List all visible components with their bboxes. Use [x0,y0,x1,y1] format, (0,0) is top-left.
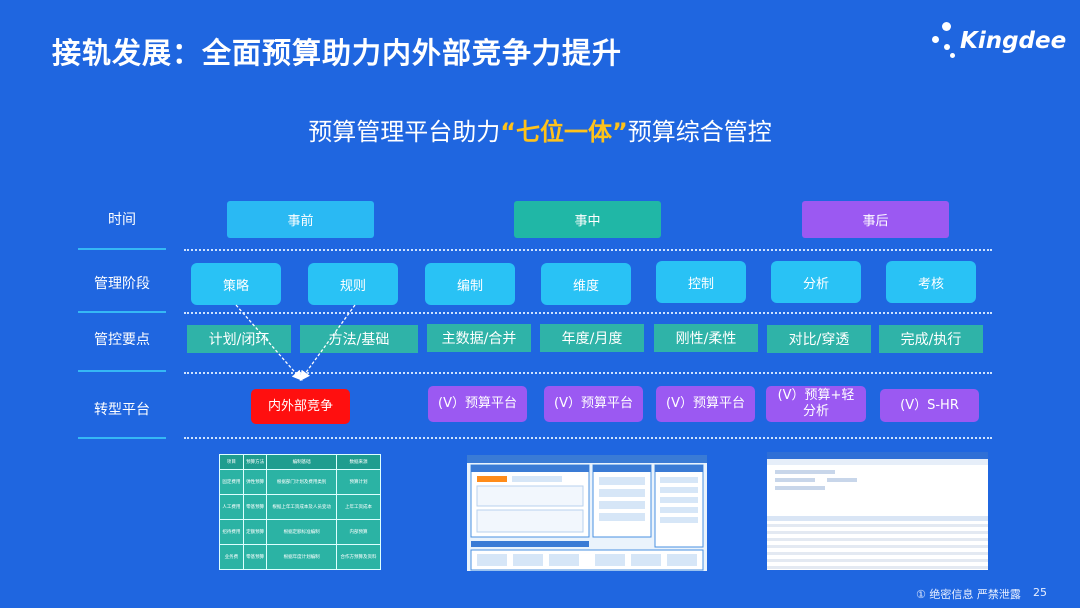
confidential-notice: ① 绝密信息 严禁泄露 [916,588,1021,601]
stage-analysis: 分析 [771,261,861,303]
stage-dimension: 维度 [541,263,631,305]
table-header: 编制基础 [266,454,337,470]
table-cell: 零基预算 [242,544,268,570]
point-year-month: 年度/月度 [540,324,644,352]
table-cell: 招待费用 [219,519,244,545]
row-separator [78,248,166,250]
platform-architecture-thumbnail [467,455,707,571]
table-cell: 根据定额标准编制 [266,519,337,545]
table-cell: 内部预算 [335,519,381,545]
table-cell: 根据部门计划及费用类别 [266,469,337,495]
stage-assessment: 考核 [886,261,976,303]
platform-competition: 内外部竞争 [251,389,350,424]
stage-rules: 规则 [308,263,398,305]
row-label-points: 管控要点 [94,332,150,348]
table-cell: 根据年度计划编制 [266,544,337,570]
dotted-divider [184,372,992,374]
stage-compile: 编制 [425,263,515,305]
table-cell: 上年工资成本 [335,494,381,520]
report-screenshot-thumbnail [767,452,988,570]
logo-text: Kingdee [960,28,1067,54]
row-separator [78,370,166,372]
kingdee-logo: Kingdee [932,20,1066,62]
row-separator [78,437,166,439]
table-cell: 弹性预算 [242,469,268,495]
point-master-data: 主数据/合并 [427,324,531,352]
subtitle-prefix: 预算管理平台助力 [308,118,501,146]
phase-during: 事中 [514,201,661,238]
table-row: 招待费用 定额预算 根据定额标准编制 内部预算 [219,519,381,545]
point-compare-drill: 对比/穿透 [767,325,871,353]
subtitle-suffix: 预算综合管控 [627,118,772,146]
table-cell: 固定费用 [219,469,244,495]
point-complete-execute: 完成/执行 [879,325,983,353]
budget-method-table-thumbnail: 项目 预算方法 编制基础 数据来源 固定费用 弹性预算 根据部门计划及费用类别 … [219,454,381,570]
budget-method-table: 项目 预算方法 编制基础 数据来源 固定费用 弹性预算 根据部门计划及费用类别 … [219,454,381,570]
row-label-platform: 转型平台 [94,402,150,418]
table-cell: 零基预算 [242,494,268,520]
row-label-stage: 管理阶段 [94,276,150,292]
dotted-divider [184,312,992,314]
page-title: 接轨发展：全面预算助力内外部竞争力提升 [52,36,623,70]
point-method-basis: 方法/基础 [300,325,418,353]
table-header: 预算方法 [242,454,268,470]
point-rigid-flexible: 刚性/柔性 [654,324,758,352]
table-cell: 预算计划 [335,469,381,495]
table-cell: 根据上年工资成本及人员变动 [266,494,337,520]
architecture-diagram [467,455,707,571]
phase-before: 事前 [227,201,374,238]
table-cell: 人工费用 [219,494,244,520]
table-cell: 合作方预算及资料 [335,544,381,570]
table-row: 业务费 零基预算 根据年度计划编制 合作方预算及资料 [219,544,381,570]
row-label-time: 时间 [108,212,136,228]
table-header: 项目 [219,454,244,470]
stage-control: 控制 [656,261,746,303]
report-screenshot [767,452,988,569]
dotted-divider [184,249,992,251]
row-separator [78,311,166,313]
page-number: 25 [1033,586,1047,599]
platform-shr: (V）S-HR [880,389,979,422]
table-row: 固定费用 弹性预算 根据部门计划及费用类别 预算计划 [219,469,381,495]
subtitle-highlight: “七位一体” [500,118,628,146]
table-cell: 业务费 [219,544,244,570]
platform-budget-2: (V）预算平台 [544,386,643,422]
stage-strategy: 策略 [191,263,281,305]
subtitle: 预算管理平台助力“七位一体”预算综合管控 [0,112,1080,147]
platform-budget-3: (V）预算平台 [656,386,755,422]
table-header: 数据来源 [335,454,381,470]
phase-after: 事后 [802,201,949,238]
table-row: 人工费用 零基预算 根据上年工资成本及人员变动 上年工资成本 [219,494,381,520]
table-cell: 定额预算 [242,519,268,545]
dotted-divider [184,437,992,439]
platform-budget-1: (V）预算平台 [428,386,527,422]
platform-budget-analysis: (V）预算+轻分析 [766,386,866,422]
